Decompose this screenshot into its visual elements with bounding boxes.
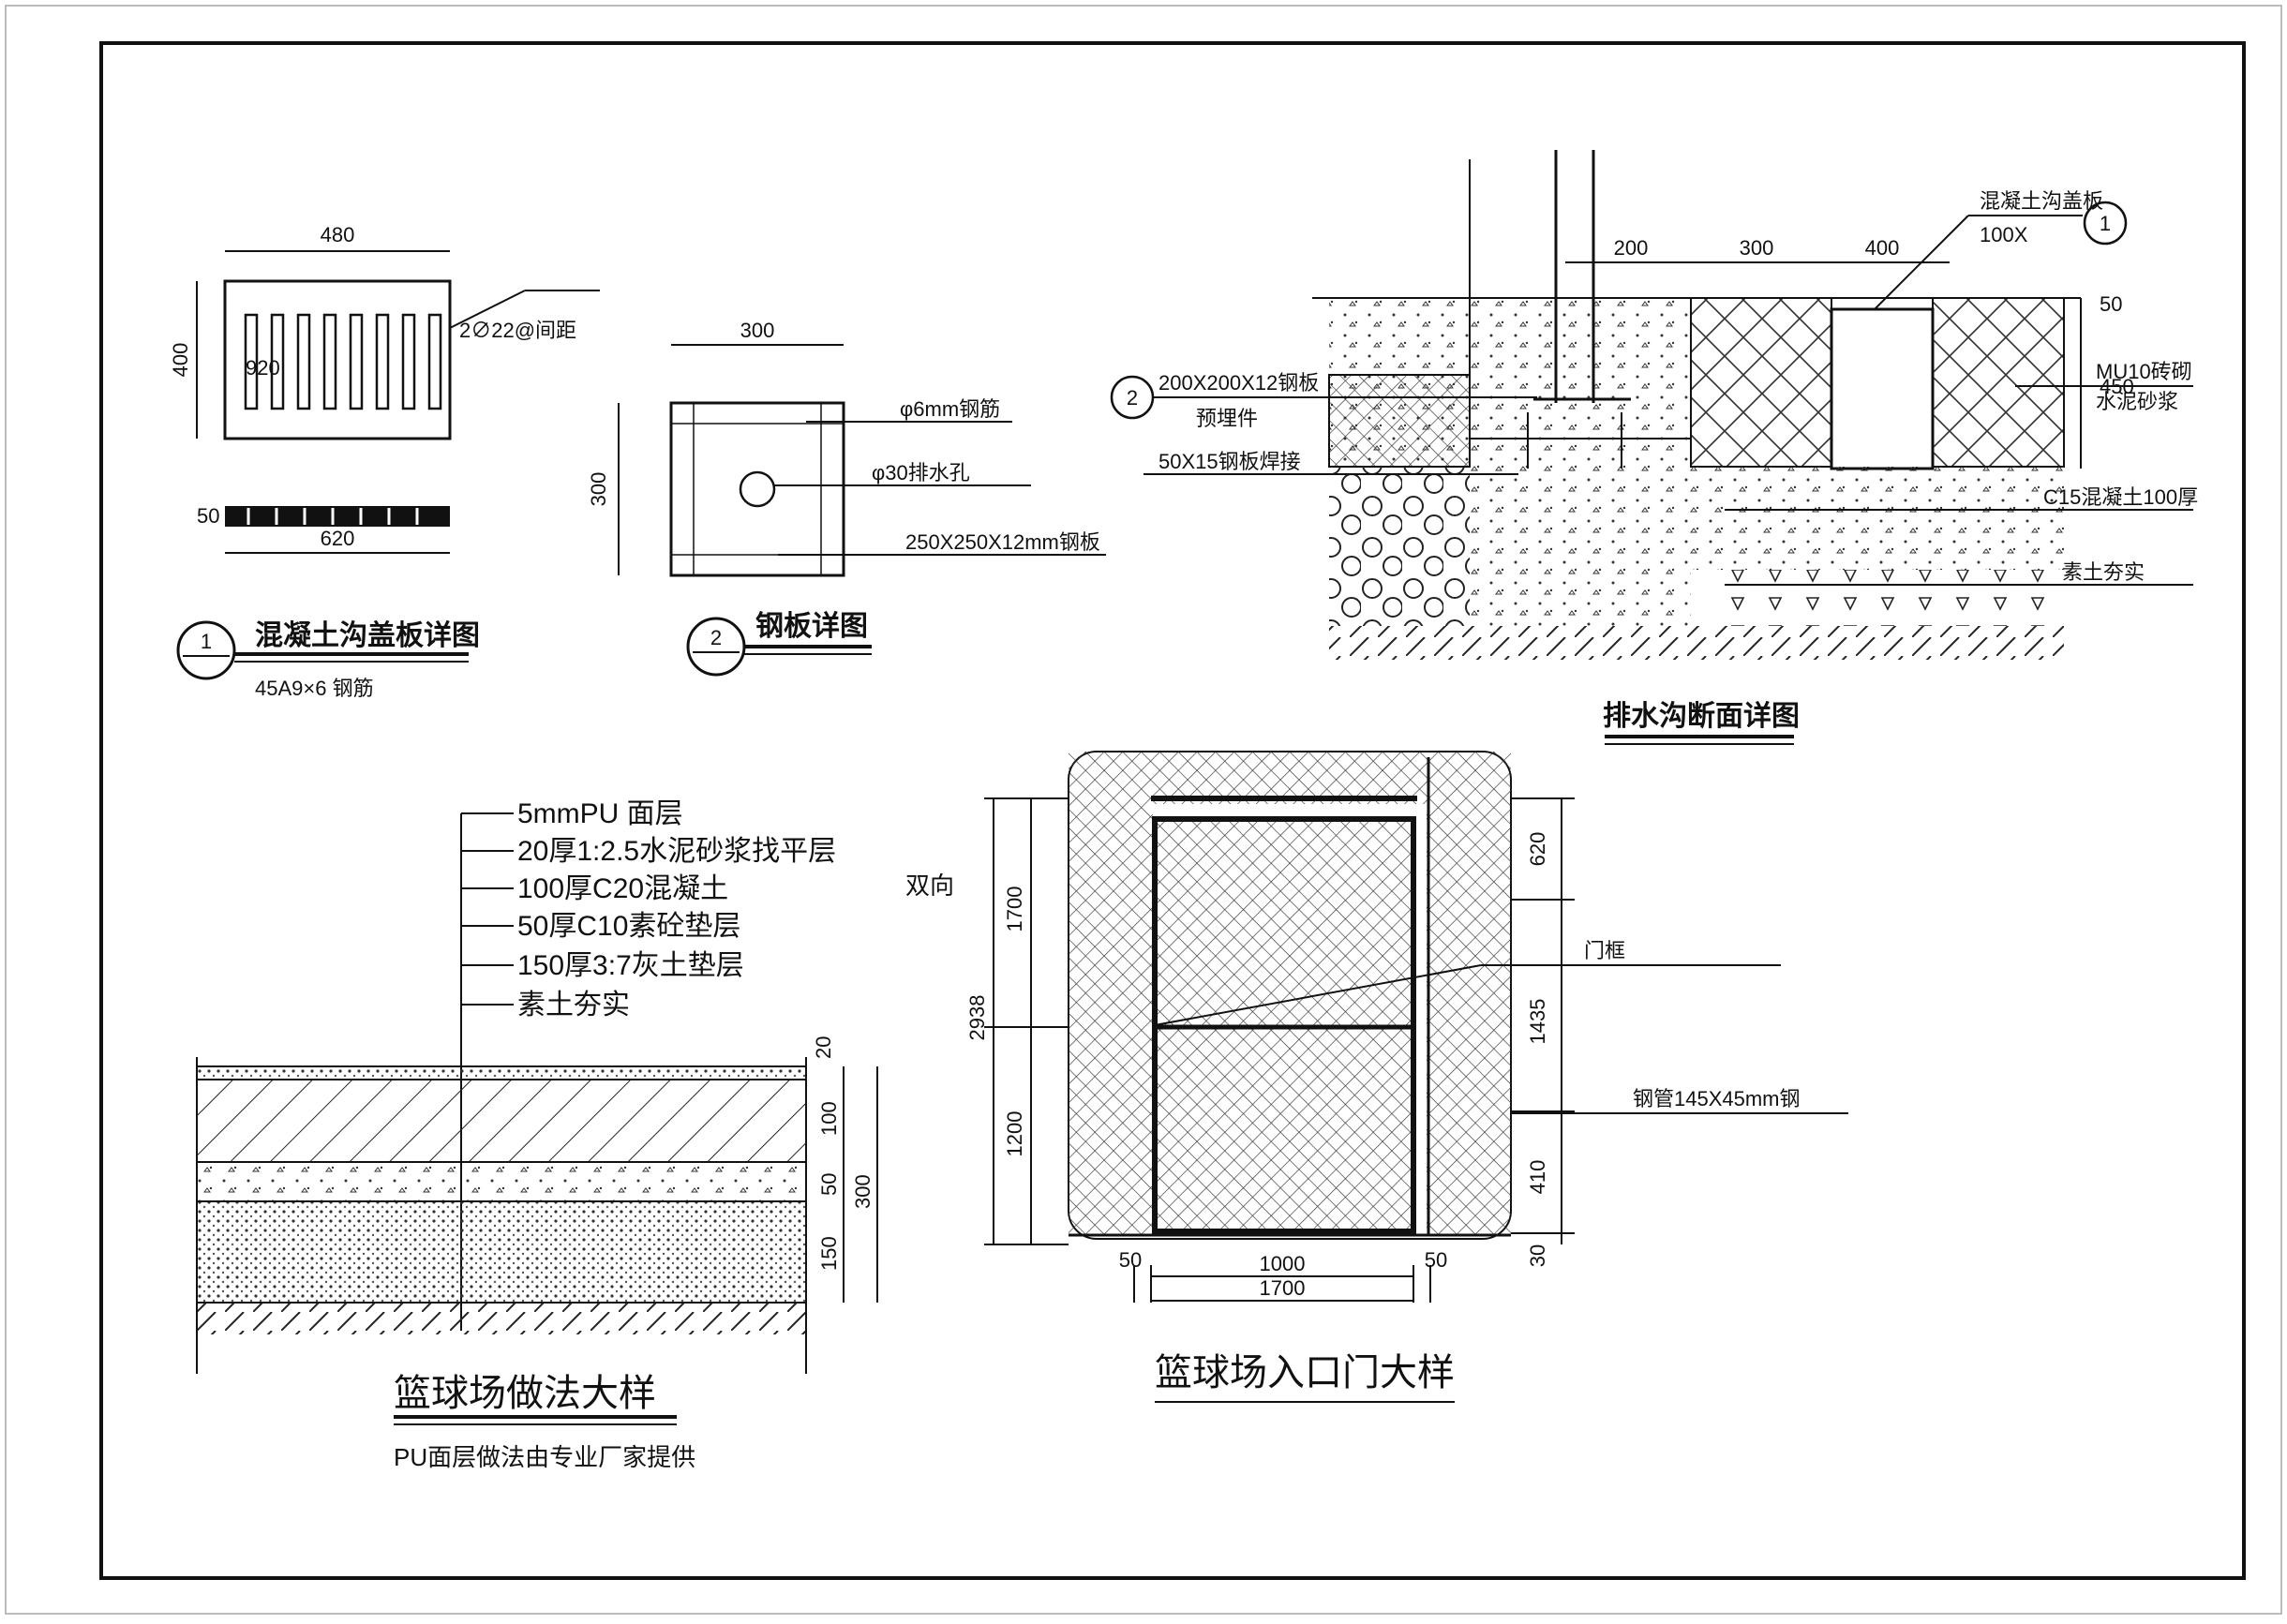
gate-dim-b1: 50 xyxy=(1119,1248,1142,1272)
gate-dim-b3: 1700 xyxy=(1260,1276,1306,1300)
steel-plate xyxy=(669,401,845,577)
steel-hole xyxy=(739,470,776,508)
steel-callout-1: φ6mm钢筋 xyxy=(900,397,1000,421)
drain-marker-left-num: 2 xyxy=(1127,386,1138,410)
cover-title: 混凝土沟盖板详图 xyxy=(255,620,480,651)
court-title: 篮球场做法大样 xyxy=(394,1373,656,1414)
layer-4: 50厚C10素砼垫层 xyxy=(517,911,740,942)
gate-dim-r2: 1435 xyxy=(1526,999,1549,1045)
gate-title: 篮球场入口门大样 xyxy=(1155,1352,1455,1393)
cover-dim-top: 480 xyxy=(321,223,355,246)
cover-dim-thick: 50 xyxy=(197,504,219,528)
layer-dim-1: 20 xyxy=(812,1036,835,1059)
gate-callout-1: 门框 xyxy=(1584,939,1625,962)
drain-callout-right2: 水泥砂浆 xyxy=(2096,390,2178,413)
steel-callout-2: φ30排水孔 xyxy=(872,461,970,484)
cover-marker-num: 1 xyxy=(201,630,212,653)
steel-plate-detail: 300 300 φ6mm钢筋 φ30排水孔 250X250X12mm钢板 2 钢… xyxy=(587,319,1106,677)
layer-3: 100厚C20混凝土 xyxy=(517,873,728,904)
gate-dim-b4: 50 xyxy=(1425,1248,1447,1272)
drain-wall-right xyxy=(1932,297,2065,468)
layer-dim-3: 50 xyxy=(817,1173,841,1196)
gate-dim-h2: 2938 xyxy=(965,995,989,1041)
cover-section xyxy=(225,506,450,527)
cover-marker xyxy=(176,620,236,680)
gate-dim-r4: 30 xyxy=(1526,1244,1549,1267)
base-layer xyxy=(196,1161,807,1202)
drain-callout-left2: 预埋件 xyxy=(1196,407,1258,430)
steel-callout-3: 250X250X12mm钢板 xyxy=(905,530,1100,554)
drain-marker-top-num: 1 xyxy=(2100,212,2111,235)
cover-callout: 2∅22@间距 xyxy=(459,319,576,342)
layer-5: 150厚3:7灰土垫层 xyxy=(517,950,744,981)
cover-dim-bottom: 620 xyxy=(321,527,355,550)
gate-dim-b2: 1000 xyxy=(1260,1252,1306,1275)
drain-channel xyxy=(1830,307,1935,470)
layer-6: 素土夯实 xyxy=(517,990,630,1021)
drain-callout-top: 混凝土沟盖板 xyxy=(1980,189,2103,213)
gate-dim-h3: 1200 xyxy=(1003,1111,1026,1157)
court-sub: PU面层做法由专业厂家提供 xyxy=(394,1443,695,1471)
layer-dim-4: 300 xyxy=(851,1174,874,1209)
cover-slots xyxy=(244,313,442,410)
drain-callout-right1: MU10砖砌 xyxy=(2096,360,2192,383)
gate-detail: 1700 2938 1200 620 1435 410 30 门框 钢管145X… xyxy=(965,751,1848,1403)
lime-soil-layer xyxy=(196,1200,807,1304)
drain-dim-d: 50 xyxy=(2100,292,2122,316)
drain-callout-left3: 50X15钢板焊接 xyxy=(1158,450,1301,473)
inner-frame xyxy=(99,41,2246,1580)
drain-callout-right3: C15混凝土100厚 xyxy=(2043,485,2198,509)
steel-marker-num: 2 xyxy=(710,626,722,649)
concrete-layer xyxy=(196,1079,807,1163)
drain-callout-top2: 100X xyxy=(1980,223,2028,246)
gate-callout-2: 钢管145X45mm钢 xyxy=(1633,1087,1801,1110)
gate-dim-r3: 410 xyxy=(1526,1160,1549,1195)
gate-dim-h1: 1700 xyxy=(1003,886,1026,932)
cover-dim-left: 400 xyxy=(169,343,192,378)
cover-plate xyxy=(223,279,452,440)
steel-dim-left: 300 xyxy=(587,472,610,507)
gate-dim-r1: 620 xyxy=(1526,832,1549,867)
steel-dim-top: 300 xyxy=(740,319,775,342)
pu-layer xyxy=(196,1065,807,1080)
layer-dim-5: 150 xyxy=(817,1236,841,1271)
layer-note: 双向 xyxy=(905,872,954,900)
drain-section-detail: 200 300 400 50 450 混凝土沟盖板 100X 1 2 200X2… xyxy=(1110,150,2198,745)
cover-dim-slot: 920 xyxy=(246,356,280,380)
steel-title: 钢板详图 xyxy=(755,611,868,642)
drain-marker-top xyxy=(2083,201,2128,246)
compact-soil-layer xyxy=(197,1303,806,1334)
drain-dim-a: 200 xyxy=(1614,236,1649,260)
drain-dim-c: 400 xyxy=(1865,236,1900,260)
layer-1: 5mmPU 面层 xyxy=(517,798,683,829)
drain-wall-left xyxy=(1690,297,1832,468)
drain-callout-left1: 200X200X12钢板 xyxy=(1158,371,1319,395)
cover-sub: 45A9×6 钢筋 xyxy=(255,677,374,700)
layer-2: 20厚1:2.5水泥砂浆找平层 xyxy=(517,836,836,867)
layer-dim-2: 100 xyxy=(817,1101,841,1136)
drain-title: 排水沟断面详图 xyxy=(1603,701,1800,732)
drain-callout-right4: 素土夯实 xyxy=(2062,560,2145,584)
court-layers-detail: 5mmPU 面层 20厚1:2.5水泥砂浆找平层 100厚C20混凝土 50厚C… xyxy=(196,798,954,1471)
cover-plate-detail: 480 400 920 2∅22@间距 50 620 1 混凝土沟盖板详图 45… xyxy=(169,223,600,700)
drain-dim-b: 300 xyxy=(1740,236,1774,260)
outer-border xyxy=(5,5,2282,1615)
